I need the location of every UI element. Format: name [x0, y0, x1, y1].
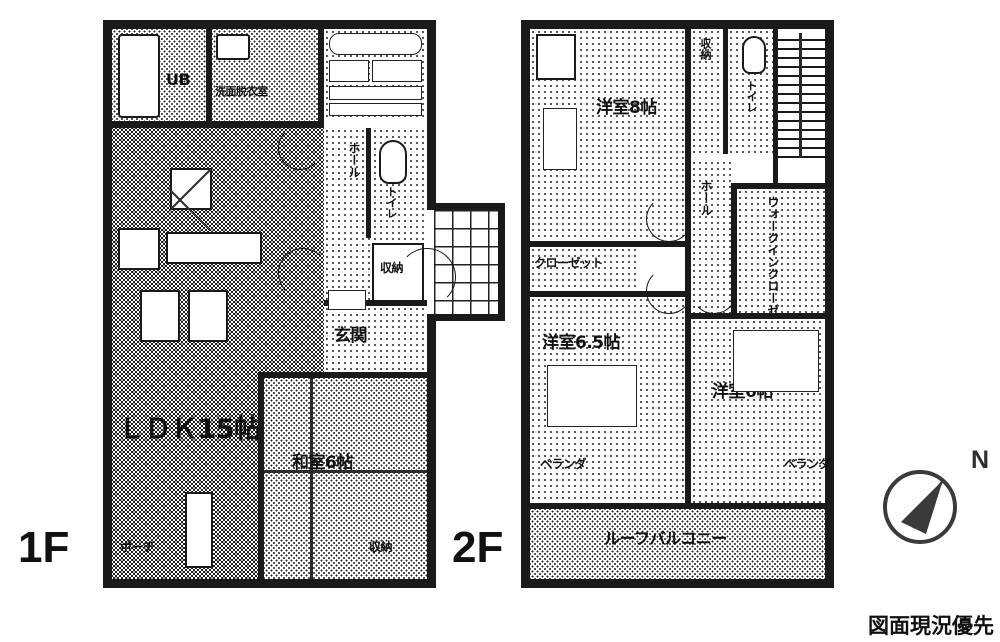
1f-entrance-floor — [324, 306, 427, 372]
2f-wall-left — [521, 20, 530, 588]
1f-ldk-sofa-left — [118, 228, 160, 270]
1f-washitsu-mat-line-a — [310, 378, 313, 579]
compass-needle-icon — [901, 479, 945, 534]
2f-wall-bed8-bottom — [530, 241, 685, 247]
2f-label-closet: クローゼット — [534, 256, 604, 270]
1f-label-hall: ホール — [347, 142, 361, 178]
2f-door-arc-bed65 — [646, 268, 692, 314]
2f-label-hall2: ホール — [699, 180, 713, 216]
2f-label-bedroom8: 洋室8帖 — [596, 98, 657, 118]
1f-ldk-sofa-center — [166, 232, 262, 264]
2f-label-roof-balcony: ルーフバルコニー — [604, 529, 727, 548]
2f-wall-stair-left — [773, 29, 778, 189]
2f-wall-bed6-left — [685, 319, 691, 503]
floor-tag-1f: 1F — [18, 523, 70, 572]
1f-label-porch: ポーチ — [120, 540, 155, 554]
2f-label-veranda-left: ベランダ — [540, 457, 587, 471]
1f-wall-bath-washroom — [206, 29, 212, 121]
compass-north-label: N — [970, 446, 989, 474]
2f-roof-balcony-floor — [530, 509, 825, 579]
2f-closet-strip — [530, 247, 640, 291]
2f-top-closet — [691, 29, 723, 154]
2f-wall-bed65-top — [530, 291, 691, 297]
2f-label-toilet2: トイレ — [745, 80, 758, 113]
compass-rose: N — [883, 446, 989, 552]
2f-wall-hall-left — [685, 29, 691, 319]
1f-wall-right — [427, 20, 436, 210]
1f-wall-entrance-top — [324, 300, 427, 306]
1f-door-arc-ldk — [278, 248, 328, 298]
1f-window-bottom-a — [185, 492, 213, 568]
1f-door-arc-entry — [398, 248, 456, 306]
1f-washbasin — [216, 34, 250, 60]
1f-wall-washitsu-left — [258, 372, 264, 579]
1f-porch-outline-bottom — [427, 314, 505, 321]
1f-toilet-bowl — [379, 140, 407, 184]
1f-kitchen-stove — [329, 60, 369, 82]
1f-wall-right-lower — [427, 320, 436, 588]
2f-bedroom65-bed — [547, 365, 637, 427]
1f-wall-bottom — [103, 579, 436, 588]
floor-tag-2f: 2F — [452, 523, 504, 572]
1f-porch-outline-top — [427, 203, 505, 210]
1f-ldk-chair-a — [140, 290, 180, 342]
2f-bedroom8-bed — [543, 108, 577, 170]
1f-porch-outline-right — [498, 203, 505, 321]
2f-label-closet-top: 収納 — [699, 38, 712, 60]
2f-wall-wic-left — [731, 183, 737, 313]
disclaimer-note: 図面現況優先 — [868, 614, 994, 638]
1f-wall-kitchen-left — [318, 29, 324, 121]
1f-wall-hall-split — [366, 128, 371, 238]
2f-wall-balcony-top — [530, 503, 825, 509]
2f-stair-rail — [799, 33, 802, 158]
1f-bathtub — [118, 34, 160, 118]
2f-label-veranda-right: ベランダ — [784, 457, 831, 471]
2f-label-bedroom65: 洋室6.5帖 — [542, 333, 621, 353]
2f-wic-floor — [737, 189, 825, 313]
1f-ldk-chair-b — [188, 290, 228, 342]
1f-label-unit-bath: UB — [166, 70, 191, 89]
1f-label-closet-a: 収納 — [380, 261, 404, 275]
2f-bedroom8-closet — [536, 34, 576, 80]
2f-wall-right — [825, 20, 834, 588]
2f-bedroom6-bed — [733, 330, 819, 392]
1f-label-ldk: ＬＤＫ15帖 — [118, 414, 261, 445]
1f-kitchen-cabinet-3 — [329, 103, 422, 116]
2f-wall-top — [521, 20, 834, 29]
1f-label-washroom: 洗面脱衣室 — [215, 85, 268, 98]
2f-label-wic: ウォークインクローゼット — [766, 196, 780, 340]
1f-wall-left — [103, 20, 112, 588]
1f-kitchen-cabinet — [372, 60, 422, 82]
1f-door-arc-washitsu — [278, 126, 322, 170]
2f-door-arc-bed8 — [646, 196, 692, 242]
1f-shoe-box — [328, 290, 366, 310]
2f-wall-bed6-top — [685, 313, 825, 319]
1f-label-closet-b: 収納 — [369, 540, 393, 554]
2f-toilet-bowl — [742, 36, 766, 74]
2f-wall-bottom — [521, 579, 834, 588]
2f-wall-toilet-left — [723, 29, 728, 154]
1f-kitchen-cabinet-2 — [329, 86, 422, 100]
1f-label-toilet: トイレ — [385, 186, 398, 219]
1f-washitsu-floor — [264, 378, 427, 579]
1f-wall-top — [103, 20, 436, 29]
1f-label-entrance: 玄関 — [334, 326, 368, 346]
1f-kitchen-counter — [329, 33, 422, 55]
1f-wall-washitsu-top — [258, 372, 428, 378]
1f-wall-mid-top — [112, 121, 324, 128]
1f-label-washitsu: 和室6帖 — [292, 453, 353, 473]
2f-door-arc-bed6 — [691, 268, 737, 314]
2f-wall-wic-top — [731, 183, 825, 189]
1f-washitsu-mat-line-b — [264, 470, 427, 473]
